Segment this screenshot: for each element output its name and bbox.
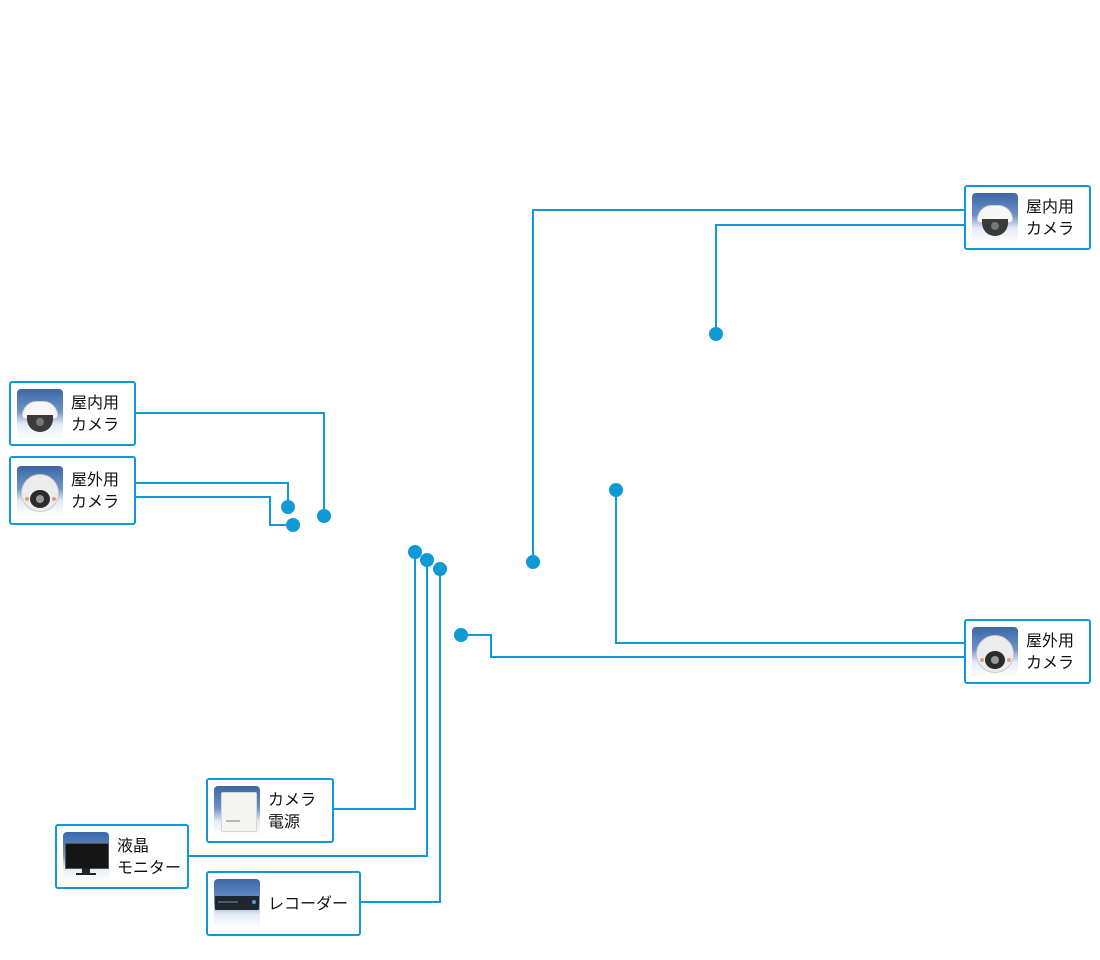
camera-power-card[interactable]: カメラ 電源 (206, 778, 334, 843)
dome-camera-icon (972, 192, 1018, 243)
device-label: レコーダー (268, 893, 349, 913)
connection-dot (281, 500, 295, 514)
dome-camera-icon (17, 388, 63, 439)
wire-outdoor-camera-right-a (615, 490, 965, 644)
recorder-icon (214, 878, 260, 929)
device-label: カメラ 電源 (268, 789, 317, 831)
wire-outdoor-camera-left-b (134, 496, 293, 526)
wire-camera-power (332, 552, 416, 810)
connection-dot (526, 555, 540, 569)
device-label: 液晶 モニター (117, 835, 182, 877)
connection-dot (609, 483, 623, 497)
power-supply-icon (214, 785, 260, 836)
device-label: 屋内用 カメラ (1026, 196, 1075, 238)
device-label: 屋外用 カメラ (1026, 630, 1075, 672)
wire-indoor-camera-left (134, 412, 325, 516)
recorder-card[interactable]: レコーダー (206, 871, 361, 936)
lcd-monitor-card[interactable]: 液晶 モニター (55, 824, 189, 889)
outdoor-camera-icon (972, 626, 1018, 677)
wire-indoor-camera-right-a (532, 209, 965, 562)
device-label: 屋内用 カメラ (71, 392, 120, 434)
monitor-icon (63, 831, 109, 882)
connection-dot (709, 327, 723, 341)
wire-lcd-monitor (187, 560, 428, 857)
outdoor-camera-icon (17, 465, 63, 516)
device-label: 屋外用 カメラ (71, 469, 120, 511)
connection-dot (317, 509, 331, 523)
connection-dot (286, 518, 300, 532)
wire-indoor-camera-right-b (715, 224, 965, 334)
connection-dot (420, 553, 434, 567)
connection-dot (408, 545, 422, 559)
indoor-camera-left-card[interactable]: 屋内用 カメラ (9, 381, 136, 446)
wire-recorder (359, 569, 441, 903)
outdoor-camera-right-card[interactable]: 屋外用 カメラ (964, 619, 1091, 684)
wire-outdoor-camera-right-b (461, 634, 965, 658)
indoor-camera-right-card[interactable]: 屋内用 カメラ (964, 185, 1091, 250)
connection-dot (454, 628, 468, 642)
outdoor-camera-left-card[interactable]: 屋外用 カメラ (9, 456, 136, 525)
wire-outdoor-camera-left-a (134, 482, 289, 507)
connection-dot (433, 562, 447, 576)
